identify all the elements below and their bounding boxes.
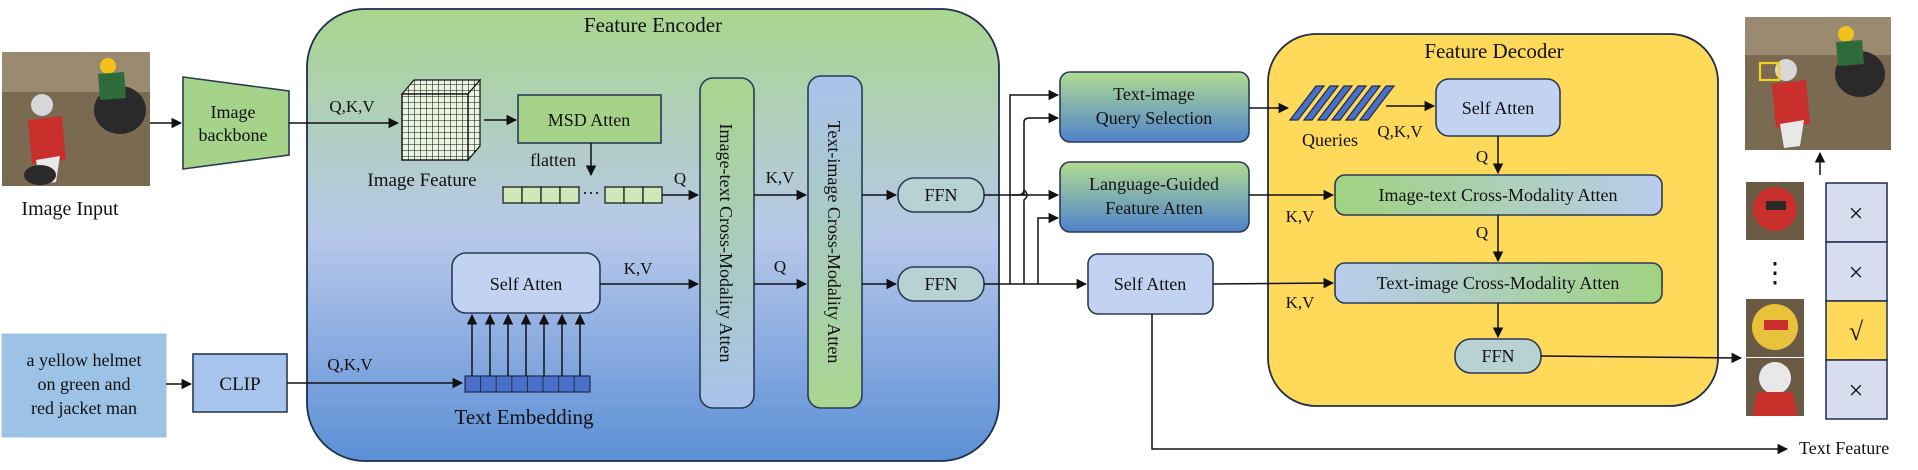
text-input-line-3: red jacket man xyxy=(31,398,137,418)
decoder-ffn-label: FFN xyxy=(1481,346,1514,366)
decoder-text-image-label: Text-image Cross-Modality Atten xyxy=(1377,273,1620,293)
text-input-line-1: a yellow helmet xyxy=(27,350,142,370)
result-mark-4: × xyxy=(1849,376,1864,405)
flatten-label: flatten xyxy=(530,150,576,170)
text-embedding-label: Text Embedding xyxy=(454,405,594,429)
feature-decoder-title: Feature Decoder xyxy=(1424,39,1563,63)
queries-stack xyxy=(1288,85,1396,121)
q-label-tokens: Q xyxy=(674,169,686,188)
language-guided-box xyxy=(1059,161,1250,233)
decoder-self-atten-label: Self Atten xyxy=(1462,98,1535,118)
candidate-crop-1 xyxy=(1746,182,1804,240)
image-backbone-label-1: Image xyxy=(211,102,256,122)
text-image-cross-atten xyxy=(807,75,863,409)
image-feature-label: Image Feature xyxy=(367,170,476,191)
result-mark-2: × xyxy=(1849,258,1864,287)
result-cell-2 xyxy=(1825,241,1888,302)
output-image xyxy=(1745,17,1891,150)
msd-atten-label: MSD Atten xyxy=(548,110,631,130)
kv-label-cross: K,V xyxy=(766,168,796,187)
candidate-crop-3 xyxy=(1746,358,1804,416)
q-label-cross: Q xyxy=(774,257,786,276)
language-guided-label-2: Feature Atten xyxy=(1105,198,1202,218)
text-embedding-tokens xyxy=(464,375,591,393)
embedding-up-arrows xyxy=(466,313,586,376)
feature-encoder-panel xyxy=(306,8,1000,462)
image-input-label: Image Input xyxy=(21,198,119,220)
tokens-ellipsis: ··· xyxy=(582,183,600,203)
encoder-self-atten xyxy=(451,252,601,314)
kv-label-self: K,V xyxy=(624,259,654,278)
input-image xyxy=(2,52,150,186)
mid-self-atten-label: Self Atten xyxy=(1114,274,1187,294)
detection-box xyxy=(1758,61,1781,82)
ffn-text-label: FFN xyxy=(924,274,957,294)
msd-atten-box xyxy=(517,94,662,144)
image-backbone-label-2: backbone xyxy=(199,125,268,145)
queries-label: Queries xyxy=(1302,130,1358,150)
q-label-decoder-1: Q xyxy=(1476,147,1488,166)
decoder-image-text-label: Image-text Cross-Modality Atten xyxy=(1379,185,1618,205)
ffn-image-label: FFN xyxy=(924,185,957,205)
language-guided-label-1: Language-Guided xyxy=(1089,174,1219,194)
text-input-line-2: on green and xyxy=(38,374,131,394)
encoder-self-atten-label: Self Atten xyxy=(490,274,563,294)
kv-label-decoder-1: K,V xyxy=(1286,207,1316,226)
image-text-cross-atten xyxy=(699,77,755,409)
qkv-label-image: Q,K,V xyxy=(329,97,375,116)
text-image-cross-atten-label: Text-image Cross-Modality Atten xyxy=(824,121,844,364)
text-feature-label: Text Feature xyxy=(1799,438,1889,458)
query-selection-label-2: Query Selection xyxy=(1096,108,1212,128)
result-mark-1: × xyxy=(1849,199,1864,228)
candidate-crop-2 xyxy=(1746,299,1804,357)
clip-label: CLIP xyxy=(219,374,260,395)
qkv-label-text: Q,K,V xyxy=(327,355,373,374)
text-input-box xyxy=(1,333,167,438)
kv-label-decoder-2: K,V xyxy=(1286,293,1316,312)
image-backbone xyxy=(182,76,290,170)
result-mark-3: √ xyxy=(1849,317,1864,346)
query-selection-box xyxy=(1059,71,1250,143)
feature-encoder-title: Feature Encoder xyxy=(584,13,722,37)
result-cell-4 xyxy=(1825,359,1888,420)
qkv-label-queries: Q,K,V xyxy=(1377,122,1423,141)
feature-decoder-panel xyxy=(1267,33,1719,407)
candidates-vdots: ⋮ xyxy=(1761,258,1789,289)
image-feature-cube xyxy=(400,78,482,162)
image-text-cross-atten-label: Image-text Cross-Modality Atten xyxy=(716,124,736,363)
query-selection-label-1: Text-image xyxy=(1113,84,1195,104)
q-label-decoder-2: Q xyxy=(1476,223,1488,242)
